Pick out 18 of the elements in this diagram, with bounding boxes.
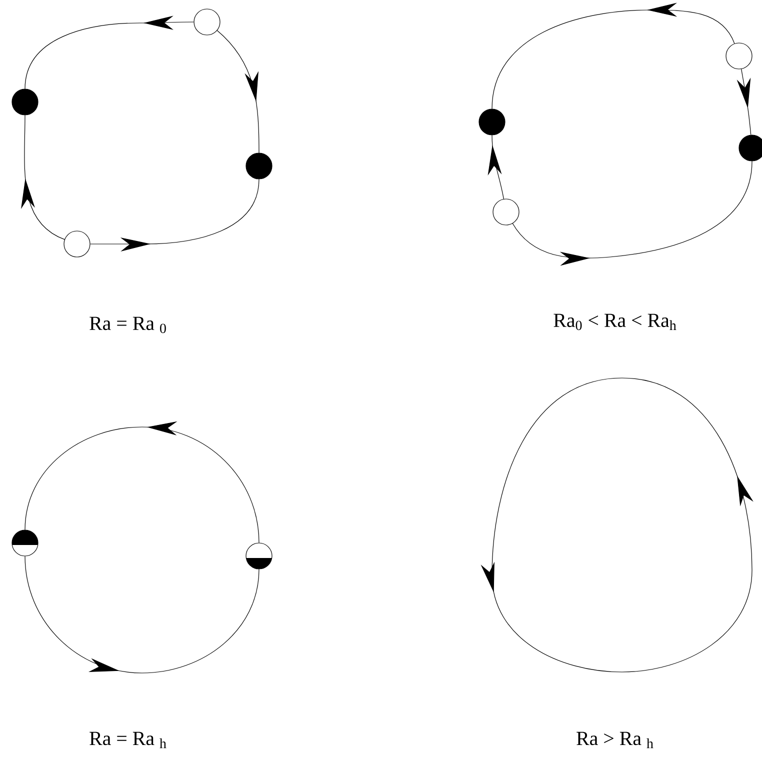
trajectory-arrow (488, 134, 504, 200)
fixed-point (478, 108, 506, 136)
parameter-label: Ra > Ra $_{h}$ (576, 732, 654, 748)
parameter-label: Ra = Ra $_{h}$ (90, 732, 166, 748)
parameter-label: Ra$_{0}$ < Ra < Ra$_{h}$ (554, 314, 676, 330)
fixed-point (246, 152, 272, 180)
fixed-point (246, 542, 272, 570)
fixed-point (726, 42, 752, 70)
fixed-point (194, 8, 220, 36)
fixed-point (492, 198, 520, 226)
fixed-point (12, 530, 38, 556)
trajectory-arrow (24, 556, 260, 674)
fixed-point (12, 88, 38, 116)
fixed-point (738, 134, 762, 162)
trajectory-arrow (216, 30, 260, 153)
fixed-point (64, 230, 90, 258)
parameter-label: Ra = Ra $_{0}$ (90, 316, 166, 334)
trajectory-arrow (21, 115, 65, 240)
